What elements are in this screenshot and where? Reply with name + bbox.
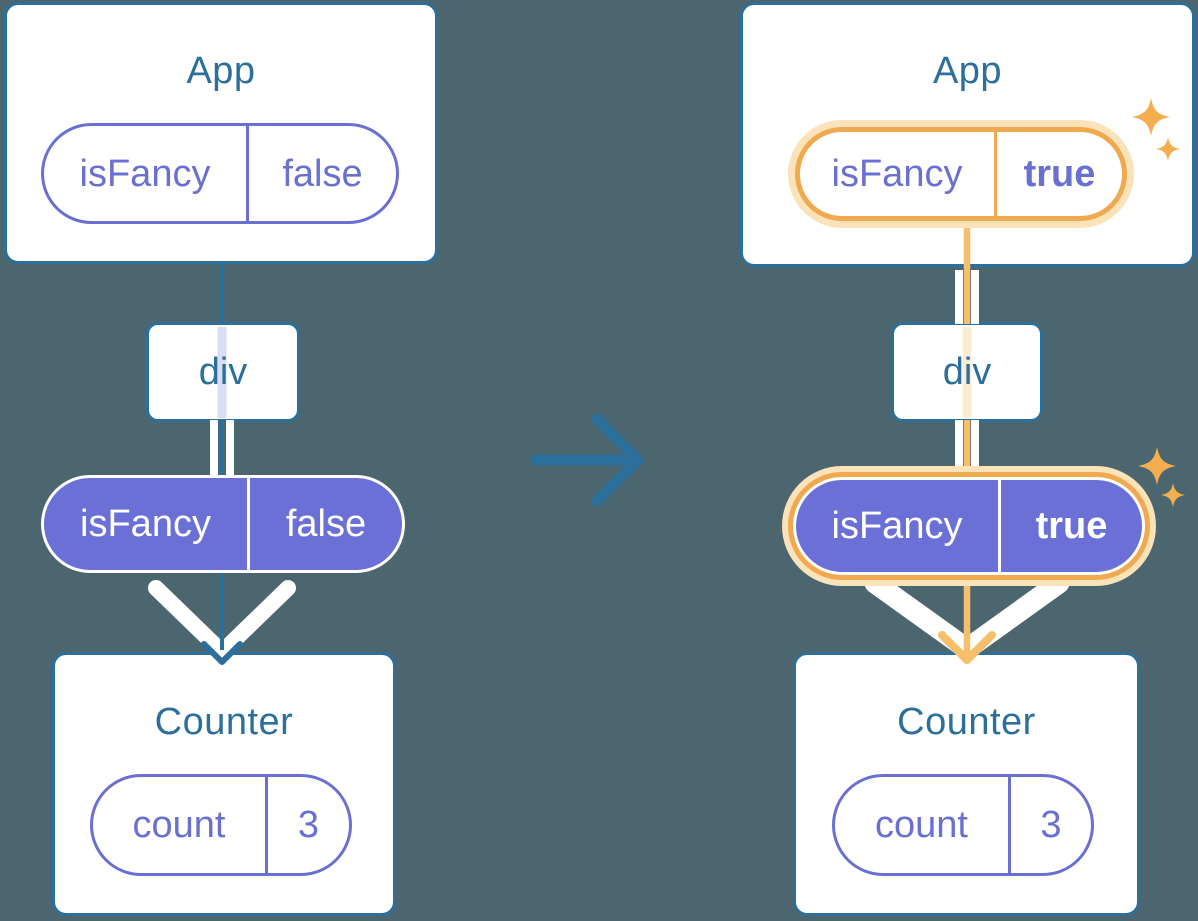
prop-value: true — [1023, 153, 1096, 195]
prop-value: true — [1035, 505, 1108, 547]
state-value: 3 — [1040, 804, 1062, 846]
prop-value: false — [285, 503, 367, 545]
app-prop-pill-before: isFancy false — [41, 123, 399, 224]
app-prop-pill-after: isFancy true — [795, 127, 1127, 221]
counter-state-pill-before: count 3 — [90, 774, 352, 876]
state-name: count — [875, 804, 968, 846]
prop-name: isFancy — [831, 153, 963, 195]
app-title-after: App — [932, 50, 1003, 92]
pill-divider — [998, 480, 1001, 572]
pill-divider — [1008, 777, 1011, 873]
prop-name: isFancy — [80, 503, 211, 545]
passed-prop-pill-before: isFancy false — [41, 475, 405, 573]
app-title-before: App — [186, 50, 256, 92]
prop-name: isFancy — [831, 505, 963, 547]
counter-title-before: Counter — [154, 701, 294, 743]
counter-title-after: Counter — [897, 701, 1036, 743]
pill-divider — [994, 132, 997, 216]
counter-state-pill-after: count 3 — [832, 774, 1094, 876]
pill-divider — [265, 777, 268, 873]
pill-divider — [246, 126, 249, 221]
passed-prop-pill-after: isFancy true — [793, 477, 1145, 575]
state-value: 3 — [297, 804, 320, 846]
prop-value: false — [282, 152, 363, 195]
div-label-before: div — [198, 350, 248, 393]
div-label-after: div — [942, 350, 992, 393]
pill-divider — [247, 478, 250, 570]
prop-name: isFancy — [79, 152, 211, 195]
state-name: count — [132, 804, 226, 846]
